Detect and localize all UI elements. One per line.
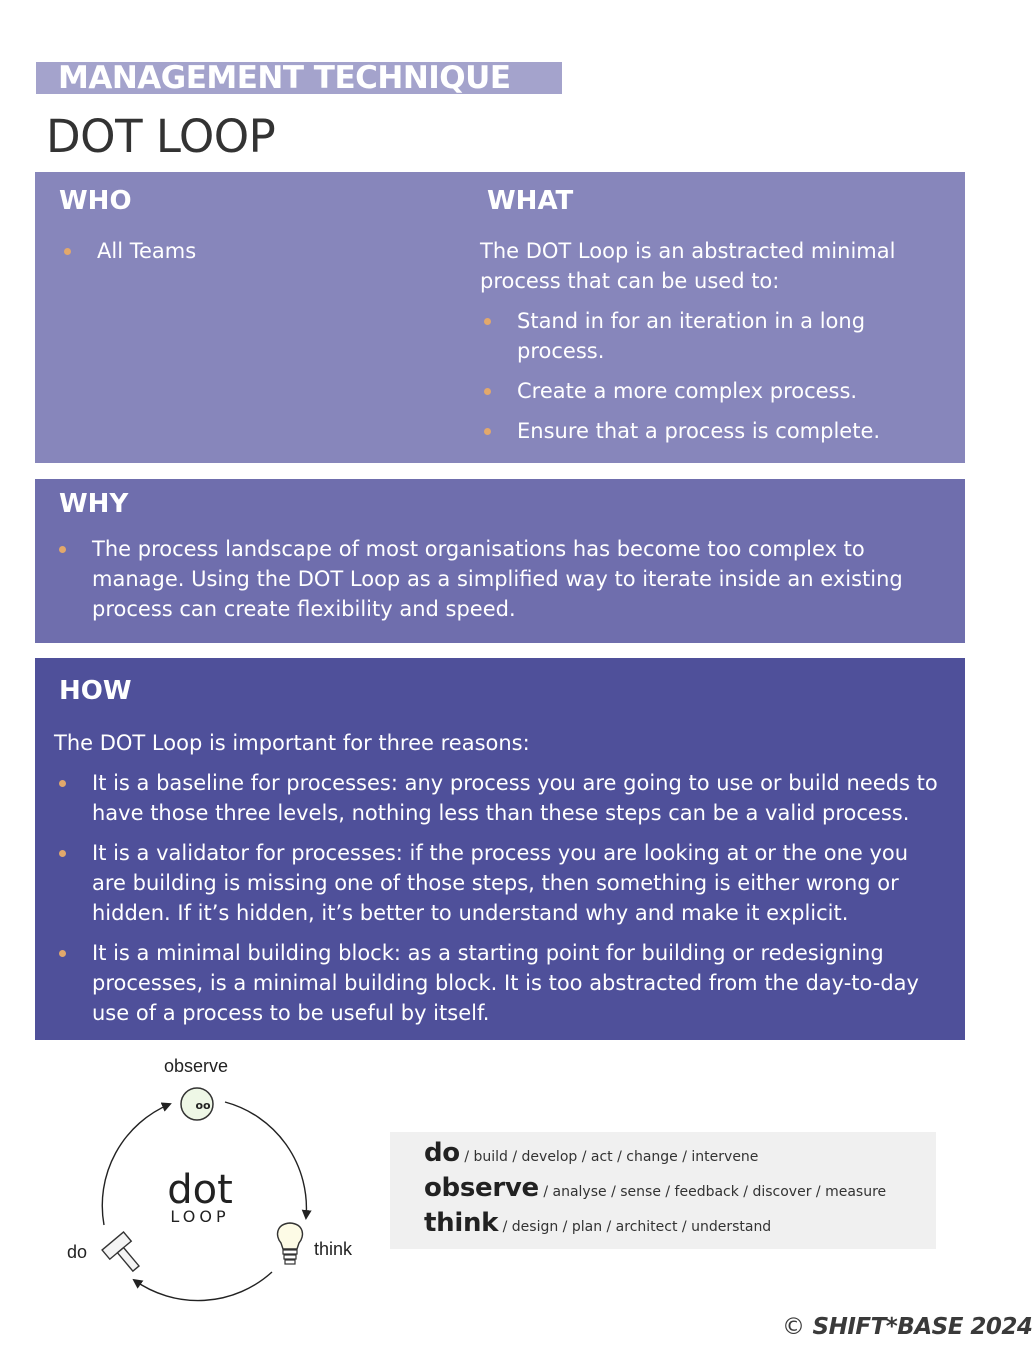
do-label: do — [67, 1242, 87, 1262]
who-item: All Teams — [61, 236, 441, 266]
page-title: DOT LOOP — [46, 110, 276, 163]
legend-term: do — [424, 1138, 460, 1168]
what-list: Stand in for an iteration in a long proc… — [481, 306, 951, 456]
why-list: The process landscape of most organisati… — [56, 534, 916, 634]
dot-loop-diagram: oo observe think do dot LOOP — [67, 1056, 353, 1302]
center-sub: LOOP — [170, 1207, 229, 1226]
why-panel: WHY The process landscape of most organi… — [35, 479, 965, 643]
arc-do-to-observe — [101, 1102, 172, 1226]
legend-row-do: do / build / develop / act / change / in… — [424, 1138, 758, 1168]
copyright-text: SHIFT*BASE 2024 — [812, 1314, 1032, 1340]
who-heading: WHO — [59, 186, 132, 216]
what-item: Create a more complex process. — [481, 376, 951, 406]
lightbulb-icon — [276, 1222, 304, 1265]
legend-term: observe — [424, 1173, 539, 1203]
legend-row-observe: observe / analyse / sense / feedback / d… — [424, 1173, 886, 1203]
arc-think-to-do — [132, 1271, 273, 1302]
technique-tag-label: MANAGEMENT TECHNIQUE — [58, 60, 511, 96]
how-item: It is a baseline for processes: any proc… — [56, 768, 946, 828]
eye-icon-text: oo — [195, 1099, 211, 1112]
arc-observe-to-think — [224, 1101, 312, 1220]
why-item: The process landscape of most organisati… — [56, 534, 916, 624]
center-word: dot — [167, 1167, 233, 1213]
how-panel: HOW The DOT Loop is important for three … — [35, 658, 965, 1040]
how-intro: The DOT Loop is important for three reas… — [54, 731, 530, 755]
how-heading: HOW — [59, 676, 132, 706]
what-item: Stand in for an iteration in a long proc… — [481, 306, 951, 366]
legend-synonyms: / analyse / sense / feedback / discover … — [538, 1184, 887, 1200]
what-item: Ensure that a process is complete. — [481, 416, 951, 446]
how-item: It is a validator for processes: if the … — [56, 838, 946, 928]
what-heading: WHAT — [487, 186, 574, 216]
who-list: All Teams — [61, 236, 441, 276]
legend-box: do / build / develop / act / change / in… — [390, 1132, 936, 1249]
observe-label: observe — [164, 1056, 228, 1076]
think-label: think — [314, 1239, 353, 1259]
copyright: © SHIFT*BASE 2024 — [782, 1314, 1032, 1340]
copyright-icon: © — [782, 1314, 805, 1340]
legend-row-think: think / design / plan / architect / unde… — [424, 1208, 771, 1238]
technique-tag: MANAGEMENT TECHNIQUE — [36, 60, 562, 96]
what-intro: The DOT Loop is an abstracted minimal pr… — [480, 239, 896, 293]
who-what-panel: WHO All Teams WHAT The DOT Loop is an ab… — [35, 172, 965, 463]
legend-synonyms: / build / develop / act / change / inter… — [459, 1149, 759, 1165]
how-item: It is a minimal building block: as a sta… — [56, 938, 946, 1028]
eye-icon: oo — [180, 1087, 214, 1121]
legend-term: think — [424, 1208, 499, 1238]
hammer-icon — [101, 1230, 140, 1273]
how-list: It is a baseline for processes: any proc… — [56, 768, 946, 1038]
why-heading: WHY — [59, 489, 129, 519]
legend-synonyms: / design / plan / architect / understand — [498, 1219, 772, 1235]
